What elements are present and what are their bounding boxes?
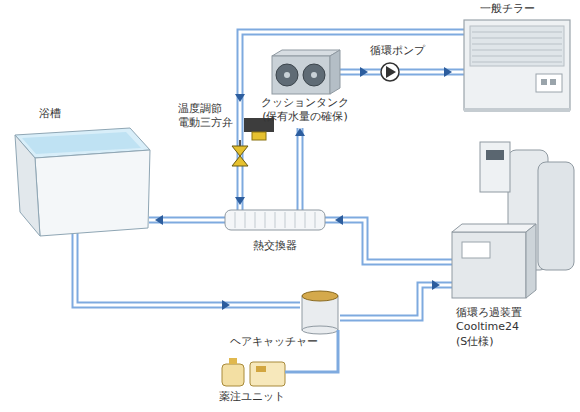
bath-tub bbox=[15, 128, 150, 236]
component-label: 薬注ユニット bbox=[219, 390, 295, 404]
chemical-unit bbox=[222, 358, 295, 386]
pipe-connector bbox=[295, 350, 338, 372]
component-label-box: 熱交換器 bbox=[215, 205, 335, 260]
component-label-box: 薬注ユニット bbox=[215, 356, 295, 408]
pipe-outer bbox=[335, 220, 440, 262]
pipe-outer bbox=[155, 217, 215, 224]
pipe-outer bbox=[240, 32, 452, 102]
three-way-valve bbox=[232, 118, 274, 166]
flow-arrow bbox=[444, 67, 452, 77]
pipe-inner bbox=[240, 32, 452, 102]
pipe-outer bbox=[297, 128, 304, 205]
flow-arrow bbox=[432, 280, 440, 290]
component-label: 循環ポンプ bbox=[370, 44, 430, 58]
flow-arrow bbox=[360, 67, 368, 77]
flow-arrow bbox=[235, 94, 245, 102]
pipe-connector bbox=[75, 240, 230, 310]
cushion-tank bbox=[272, 50, 340, 94]
component-label: 浴槽 bbox=[39, 107, 99, 121]
pump-symbol bbox=[381, 63, 399, 81]
pipe-connector bbox=[235, 172, 245, 205]
pipe-inner bbox=[335, 220, 440, 262]
pipe-connector bbox=[345, 280, 440, 318]
component-label: 循環ろ過装置 Cooltime24 (S仕様) bbox=[456, 306, 540, 349]
heat-exchanger bbox=[225, 210, 325, 230]
component-label-box: 温度調節 電動三方弁 bbox=[178, 102, 278, 172]
component-label-box: ヘアキャッチャー bbox=[230, 288, 345, 350]
flow-arrow bbox=[295, 128, 305, 136]
component-label-box: クッションタンク (保有水量の確保) bbox=[255, 48, 355, 128]
component-label-box: 浴槽 bbox=[5, 105, 155, 240]
pipe-connector bbox=[335, 215, 440, 262]
component-label-box: 循環ポンプ bbox=[368, 44, 430, 90]
component-label: 一般チラー bbox=[480, 2, 572, 16]
pipe-inner bbox=[155, 219, 215, 222]
chiller-unit bbox=[464, 20, 570, 112]
pipe-inner bbox=[299, 128, 302, 205]
pipe-outer bbox=[75, 240, 230, 305]
pipe-connector bbox=[235, 32, 452, 102]
flow-arrow bbox=[222, 300, 230, 310]
pipe-outer bbox=[295, 350, 338, 372]
component-label-box: 一般チラー bbox=[452, 2, 576, 112]
component-label-box: 循環ろ過装置 Cooltime24 (S仕様) bbox=[440, 138, 578, 360]
pipe-connector bbox=[355, 67, 368, 77]
pipe-outer bbox=[345, 285, 440, 318]
pipe-connector bbox=[295, 128, 305, 205]
pipe-connector bbox=[155, 215, 215, 225]
component-label: クッションタンク (保有水量の確保) bbox=[255, 96, 355, 125]
component-label: 温度調節 電動三方弁 bbox=[178, 102, 236, 131]
pipe-connector bbox=[430, 67, 452, 77]
component-label: ヘアキャッチャー bbox=[230, 335, 334, 349]
flow-arrow bbox=[235, 197, 245, 205]
filtration-unit bbox=[452, 142, 574, 298]
pipe-inner bbox=[75, 240, 230, 305]
pipe-inner bbox=[345, 285, 440, 318]
flow-arrow bbox=[155, 215, 163, 225]
flow-arrow bbox=[335, 215, 343, 225]
component-label: 熱交換器 bbox=[215, 239, 335, 253]
